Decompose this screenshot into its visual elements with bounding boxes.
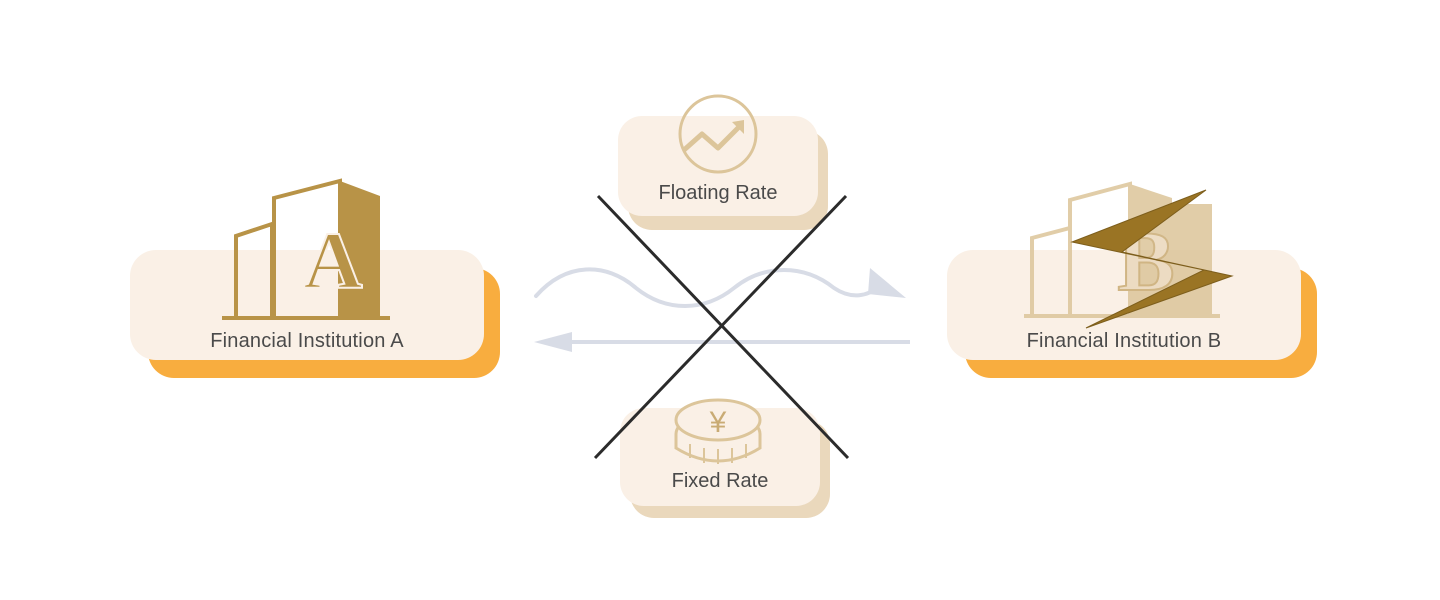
floating-rate-card: Floating Rate [618, 116, 828, 232]
building-a-letter: A [303, 215, 362, 306]
institution-b-card-face: Financial Institution B [947, 250, 1301, 360]
floating-flow-arrow [534, 267, 906, 308]
yen-coin-icon: ¥ [674, 398, 762, 464]
fixed-rate-label: Fixed Rate [671, 470, 769, 492]
institution-a-card: Financial Institution A [130, 250, 500, 380]
building-a-icon: A [222, 178, 390, 320]
institution-b-card: Financial Institution B [947, 250, 1317, 380]
lightning-bolt-icon [1070, 189, 1234, 329]
floating-rate-card-face: Floating Rate [618, 116, 818, 216]
institution-b-label: Financial Institution B [1026, 330, 1222, 352]
fixed-flow-arrow [534, 332, 910, 352]
trend-up-icon [678, 94, 758, 174]
institution-a-card-face: Financial Institution A [130, 250, 484, 360]
cancel-cross-icon [593, 194, 850, 460]
institution-a-label: Financial Institution A [210, 330, 404, 352]
floating-rate-label: Floating Rate [658, 182, 778, 204]
yen-symbol: ¥ [709, 406, 727, 439]
